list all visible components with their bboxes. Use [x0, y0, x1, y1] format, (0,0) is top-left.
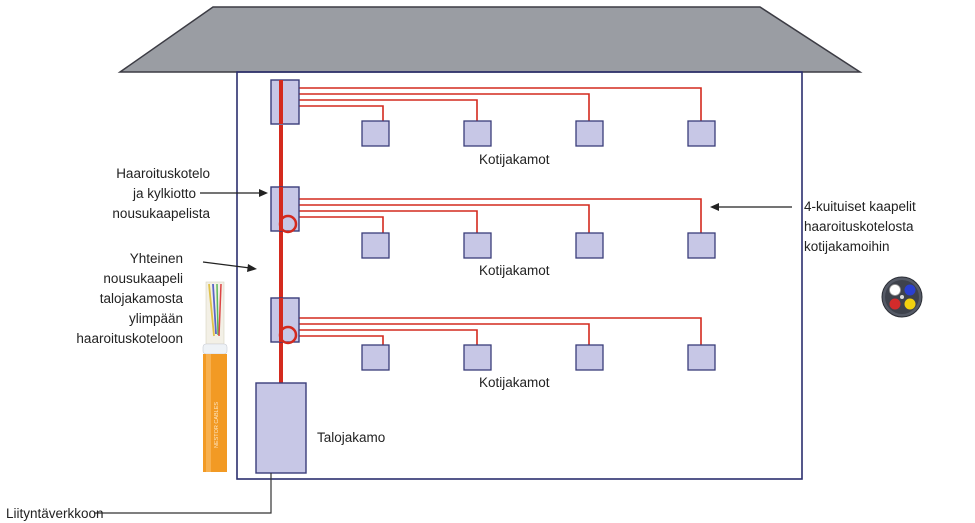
riser-annotation-line-5: haaroituskoteloon	[76, 331, 183, 346]
cable-cross-section-icon	[881, 276, 923, 318]
home-distributor	[687, 232, 716, 259]
cable-print: NESTOR CABLES	[214, 402, 220, 448]
riser-annotation-line-3: talojakamosta	[100, 291, 184, 306]
branch-box-annotation-line-1: Haaroituskotelo	[116, 166, 210, 181]
home-distributor	[361, 120, 390, 147]
branch-box-annotation-line-2: ja kylkiotto	[132, 186, 196, 201]
cables-4-arrowhead	[710, 203, 719, 211]
home-distributor	[687, 120, 716, 147]
home-distributor	[463, 344, 492, 371]
splice-loop-floor-2	[278, 214, 298, 234]
roof-shape	[117, 6, 863, 73]
floor-3-label: Kotijakamot	[479, 375, 550, 390]
floor-1-label: Kotijakamot	[479, 152, 550, 167]
branch-box-floor-1	[270, 79, 300, 125]
branch-box-floor-2	[270, 186, 300, 232]
riser-arrowhead	[247, 264, 257, 272]
home-distributor	[575, 232, 604, 259]
riser-annotation-line-4: ylimpään	[129, 311, 183, 326]
riser-annotation-line-2: nousukaapeli	[103, 271, 183, 286]
splice-loop-floor-3	[278, 325, 298, 345]
cable-sample-illustration: NESTOR CABLES	[202, 281, 228, 472]
building-walls	[236, 71, 803, 480]
home-distributor	[575, 344, 604, 371]
house-distributor-box	[255, 382, 307, 474]
home-distributor	[575, 120, 604, 147]
access-network-line	[94, 473, 272, 514]
floor-3-fibers	[299, 317, 702, 345]
branch-box-arrowhead	[259, 189, 268, 197]
home-distributor	[361, 232, 390, 259]
riser-pointer	[202, 261, 251, 269]
riser-annotation-line-1: Yhteinen	[130, 251, 183, 266]
cables-4-annotation-line-2: haaroituskotelosta	[804, 219, 914, 234]
cables-4-annotation-line-1: 4-kuituiset kaapelit	[804, 199, 916, 214]
floor-2-label: Kotijakamot	[479, 263, 550, 278]
home-distributor	[687, 344, 716, 371]
home-distributor	[361, 344, 390, 371]
home-distributors	[361, 120, 716, 371]
floor-1-fibers	[299, 87, 702, 121]
house-distributor-label: Talojakamo	[317, 430, 385, 445]
home-distributor	[463, 232, 492, 259]
cables-4-annotation-line-3: kotijakamoihin	[804, 239, 890, 254]
access-network-label: Liityntäverkkoon	[6, 506, 104, 521]
floor-2-fibers	[299, 198, 702, 233]
home-distributor	[463, 120, 492, 147]
branch-box-floor-3	[270, 297, 300, 343]
branch-box-annotation-line-3: nousukaapelista	[112, 206, 210, 221]
